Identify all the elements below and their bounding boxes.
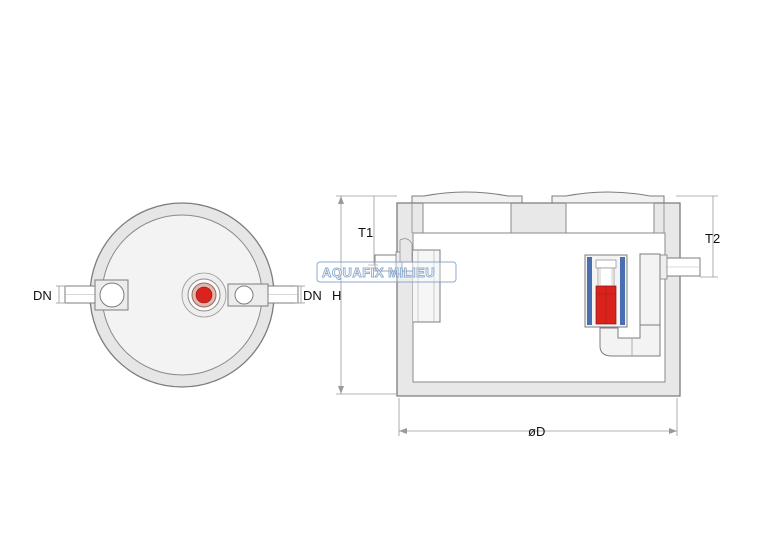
section-view: H T1 T2 øD AQUAFIX MILIEU [316,191,720,439]
top-view: DN DN [33,202,322,388]
t1-label: T1 [358,225,373,240]
dn-label-right: DN [303,288,322,303]
outlet-bend [599,324,661,357]
cover-right [551,191,665,204]
height-label: H [332,288,341,303]
shaft-right [565,202,655,234]
aquafix-watermark-logo: AQUAFIX MILIEU [316,261,457,283]
float-red-top [195,286,213,304]
watermark-text: AQUAFIX MILIEU [322,265,435,280]
dn-label-left: DN [33,288,52,303]
outlet-riser [639,253,661,326]
float-shutoff-device [584,254,628,328]
inlet-baffle [413,249,441,323]
diameter-label: øD [528,424,545,439]
t2-label: T2 [705,231,720,246]
shaft-left [422,202,512,234]
cover-left [411,191,523,204]
